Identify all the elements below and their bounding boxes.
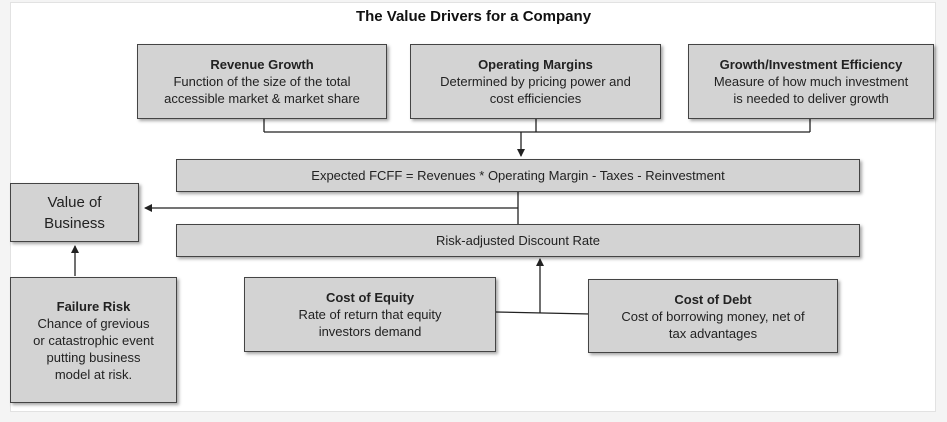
value-of-business-line1: Value of: [47, 193, 102, 211]
discount-rate-box: Risk-adjusted Discount Rate: [176, 224, 860, 257]
growth-efficiency-title: Growth/Investment Efficiency: [719, 57, 903, 72]
cost-bus: [495, 311, 591, 315]
cost-of-debt-title: Cost of Debt: [674, 291, 752, 307]
growth-efficiency-line1: Measure of how much investment: [713, 74, 909, 89]
cost-of-equity-line2: investors demand: [318, 324, 422, 339]
growth-efficiency-box: Growth/Investment Efficiency Measure of …: [688, 44, 934, 119]
cost-of-equity-line1: Rate of return that equity: [298, 307, 442, 322]
operating-margins-title: Operating Margins: [478, 57, 593, 72]
revenue-growth-title: Revenue Growth: [210, 57, 314, 72]
value-of-business-box: Value of Business: [10, 183, 139, 242]
discount-rate-label: Risk-adjusted Discount Rate: [435, 233, 601, 248]
failure-risk-line2: or catastrophic event: [33, 332, 154, 348]
operating-margins-box: Operating Margins Determined by pricing …: [410, 44, 661, 119]
operating-margins-line1: Determined by pricing power and: [440, 74, 631, 89]
cost-of-equity-title: Cost of Equity: [325, 290, 415, 305]
revenue-growth-box: Revenue Growth Function of the size of t…: [137, 44, 387, 119]
failure-risk-line1: Chance of grevious: [37, 315, 150, 331]
cost-of-debt-line2: tax advantages: [668, 325, 758, 341]
cost-of-debt-box: Cost of Debt Cost of borrowing money, ne…: [588, 279, 838, 353]
fcff-box: Expected FCFF = Revenues * Operating Mar…: [176, 159, 860, 192]
diagram-title: The Value Drivers for a Company: [355, 8, 592, 25]
value-of-business-line2: Business: [44, 214, 105, 232]
failure-risk-line3: putting business: [46, 349, 141, 365]
cost-of-debt-line1: Cost of borrowing money, net of: [621, 308, 805, 324]
failure-risk-box: Failure Risk Chance of grevious or catas…: [10, 277, 177, 403]
cost-of-equity-box: Cost of Equity Rate of return that equit…: [244, 277, 496, 352]
growth-efficiency-line2: is needed to deliver growth: [733, 91, 889, 106]
failure-risk-line4: model at risk.: [54, 366, 133, 382]
revenue-growth-line1: Function of the size of the total: [173, 74, 351, 89]
fcff-formula: Expected FCFF = Revenues * Operating Mar…: [311, 168, 725, 183]
revenue-growth-line2: accessible market & market share: [164, 91, 360, 106]
failure-risk-title: Failure Risk: [56, 298, 131, 314]
operating-margins-line2: cost efficiencies: [489, 91, 582, 106]
